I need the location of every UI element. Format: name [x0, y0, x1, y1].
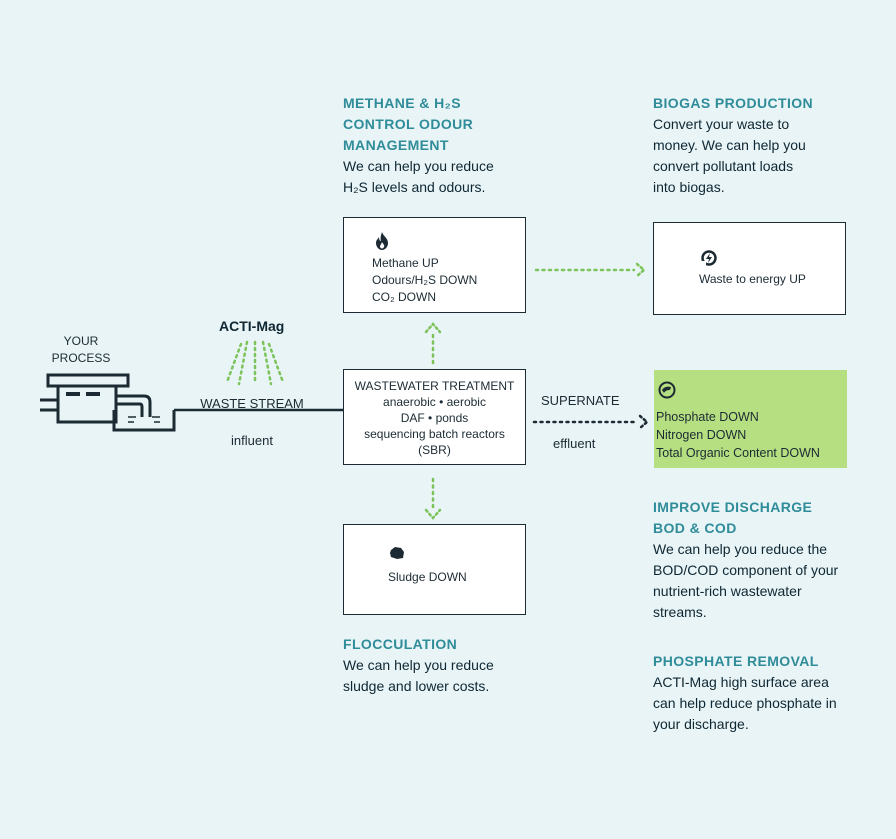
energy-box: Waste to energy UP	[653, 222, 846, 315]
phosphate-heading: PHOSPHATE REMOVAL	[653, 653, 819, 669]
discharge-line1: Phosphate DOWN	[656, 410, 759, 424]
phosphate-body-line1: ACTI-Mag high surface area	[653, 674, 829, 690]
methane-info: METHANE & H₂S CONTROL ODOUR MANAGEMENT W…	[343, 93, 494, 198]
discharge-line3: Total Organic Content DOWN	[656, 446, 820, 460]
influent-label: influent	[231, 433, 273, 448]
methane-heading-line3: MANAGEMENT	[343, 137, 449, 153]
biogas-info: BIOGAS PRODUCTION Convert your waste to …	[653, 93, 813, 198]
biogas-body-line1: Convert your waste to	[653, 116, 790, 132]
energy-box-line1: Waste to energy UP	[699, 272, 806, 286]
arrow-methane-to-energy	[534, 262, 646, 278]
flame-icon	[374, 232, 390, 255]
biogas-heading: BIOGAS PRODUCTION	[653, 95, 814, 111]
drop-icon	[658, 381, 676, 404]
phosphate-body-line3: your discharge.	[653, 716, 749, 732]
sludge-box: Sludge DOWN	[343, 524, 526, 615]
biogas-body-line4: into biogas.	[653, 179, 725, 195]
phosphate-body-line2: can help reduce phosphate in	[653, 695, 837, 711]
methane-heading-line2: CONTROL ODOUR	[343, 116, 474, 132]
discharge-line2: Nitrogen DOWN	[656, 428, 747, 442]
flocculation-body-line2: sludge and lower costs.	[343, 678, 490, 694]
biogas-body-line3: convert pollutant loads	[653, 158, 794, 174]
flocculation-heading: FLOCCULATION	[343, 636, 458, 652]
recycle-energy-icon	[701, 250, 717, 271]
acti-mag-label: ACTI-Mag	[219, 318, 285, 334]
biogas-body-line2: money. We can help you	[653, 137, 806, 153]
flocculation-body-line1: We can help you reduce	[343, 657, 494, 673]
treatment-box: WASTEWATER TREATMENT anaerobic • aerobic…	[343, 369, 526, 465]
supernate-label: SUPERNATE	[541, 393, 620, 408]
treatment-line2: anaerobic • aerobic	[383, 395, 486, 409]
improve-body-line3: nutrient-rich wastewater	[653, 583, 802, 599]
sludge-icon	[389, 546, 405, 565]
process-label: YOUR PROCESS	[46, 333, 116, 367]
treatment-line5: (SBR)	[418, 443, 451, 457]
methane-box: Methane UP Odours/H₂S DOWN CO₂ DOWN	[343, 217, 526, 313]
methane-body-line2: H₂S levels and odours.	[343, 179, 486, 195]
methane-box-line1: Methane UP	[372, 256, 439, 270]
methane-box-line2: Odours/H₂S DOWN	[372, 273, 478, 287]
improve-body-line2: BOD/COD component of your	[653, 562, 839, 578]
sludge-line1: Sludge DOWN	[388, 570, 467, 584]
improve-body-line4: streams.	[653, 604, 707, 620]
treatment-line1: WASTEWATER TREATMENT	[354, 379, 515, 393]
improve-info: IMPROVE DISCHARGE BOD & COD We can help …	[653, 497, 838, 623]
arrow-supernate	[532, 414, 649, 430]
process-label-line2: PROCESS	[51, 351, 111, 365]
improve-body-line1: We can help you reduce the	[653, 541, 828, 557]
spray-icon	[225, 340, 285, 386]
improve-heading-line2: BOD & COD	[653, 520, 737, 536]
tank-icon	[40, 373, 176, 432]
arrow-treatment-up	[424, 322, 442, 365]
effluent-label: effluent	[553, 436, 596, 451]
flocculation-info: FLOCCULATION We can help you reduce slud…	[343, 634, 494, 697]
methane-heading-line1: METHANE & H₂S	[343, 95, 461, 111]
treatment-line4: sequencing batch reactors	[364, 427, 505, 441]
improve-heading-line1: IMPROVE DISCHARGE	[653, 499, 813, 515]
phosphate-info: PHOSPHATE REMOVAL ACTI-Mag high surface …	[653, 651, 837, 735]
influent-line	[174, 408, 344, 412]
methane-body-line1: We can help you reduce	[343, 158, 494, 174]
methane-box-line3: CO₂ DOWN	[372, 290, 436, 304]
process-label-line1: YOUR	[63, 334, 99, 348]
waste-stream-label: WASTE STREAM	[200, 396, 304, 411]
discharge-box: Phosphate DOWN Nitrogen DOWN Total Organ…	[654, 370, 847, 468]
arrow-treatment-down	[424, 477, 442, 520]
treatment-line3: DAF • ponds	[400, 411, 469, 425]
